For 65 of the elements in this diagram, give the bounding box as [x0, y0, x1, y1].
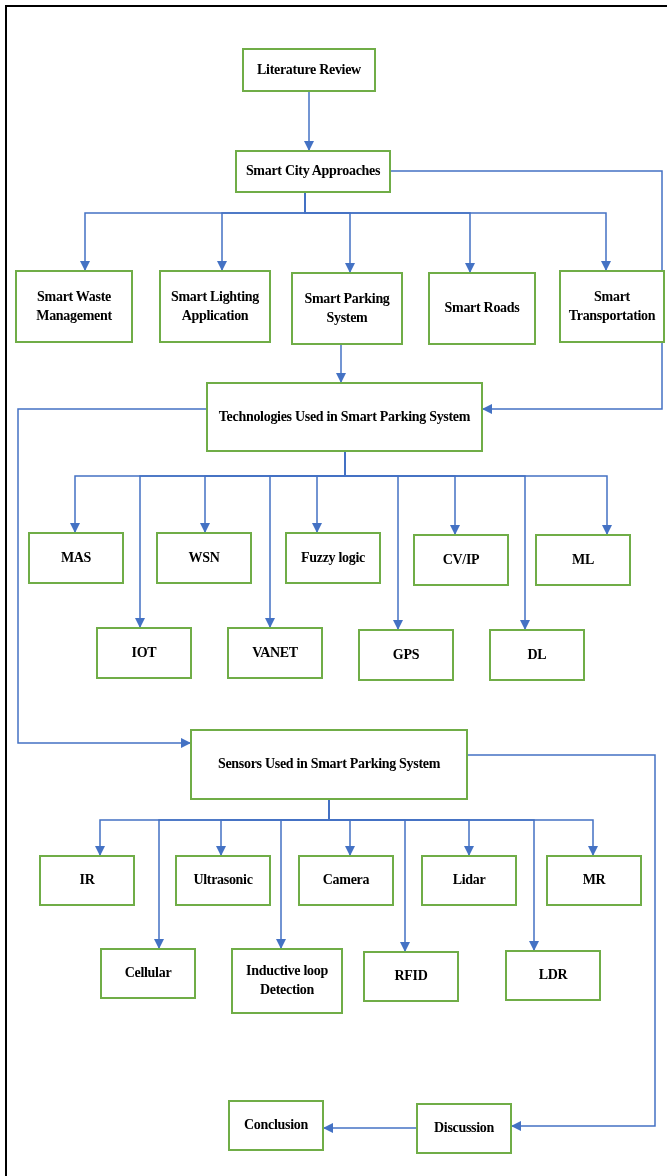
box-label: ML: [572, 550, 594, 569]
process-box: [546, 855, 642, 906]
process-box: [242, 48, 376, 92]
process-box: [175, 855, 271, 906]
arrow: [344, 451, 613, 536]
box-label: Inductive loop Detection: [245, 962, 329, 999]
process-box: [428, 272, 536, 345]
process-box: [235, 150, 391, 193]
process-box: [39, 855, 135, 906]
box-label: LDR: [538, 966, 568, 985]
process-box: [285, 532, 381, 584]
process-box: [206, 382, 483, 452]
box-label: Smart Lighting Application: [170, 287, 260, 325]
process-box: [96, 627, 192, 679]
box-label: WSN: [188, 548, 220, 567]
process-box: [291, 272, 403, 345]
box-label: Fuzzy logic: [301, 548, 365, 567]
process-box: [489, 629, 585, 681]
process-box: [413, 534, 509, 586]
box-label: DL: [527, 645, 547, 664]
box-label: Cellular: [124, 964, 172, 983]
process-box: [100, 948, 196, 999]
box-label: IOT: [131, 643, 157, 662]
process-box: [231, 948, 343, 1014]
box-label: IR: [79, 871, 95, 890]
process-box: [156, 532, 252, 584]
box-label: Smart Roads: [444, 299, 520, 318]
arrow: [335, 344, 347, 384]
arrow: [328, 799, 599, 857]
process-box: [363, 951, 459, 1002]
box-label: GPS: [392, 645, 420, 664]
process-box: [159, 270, 271, 343]
box-label: CV/IP: [442, 550, 480, 569]
process-box: [28, 532, 124, 584]
process-box: [190, 729, 468, 800]
box-label: MAS: [60, 548, 92, 567]
box-label: Lidar: [452, 871, 486, 890]
box-label: RFID: [394, 967, 428, 986]
process-box: [227, 627, 323, 679]
arrow: [303, 91, 315, 152]
process-box: [298, 855, 394, 906]
box-label: Technologies Used in Smart Parking System: [218, 407, 471, 426]
box-label: Discussion: [434, 1119, 494, 1138]
process-box: [358, 629, 454, 681]
box-label: Literature Review: [257, 60, 361, 79]
process-box: [559, 270, 665, 343]
box-label: MR: [582, 871, 606, 890]
process-box: [421, 855, 517, 906]
arrow: [17, 408, 207, 749]
box-label: Smart Waste Management: [35, 287, 113, 325]
process-box: [535, 534, 631, 586]
box-label: Smart City Approaches: [245, 162, 381, 181]
box-label: Conclusion: [244, 1116, 308, 1135]
box-label: Ultrasonic: [193, 871, 253, 890]
box-label: Camera: [322, 871, 370, 890]
process-box: [228, 1100, 324, 1151]
process-box: [416, 1103, 512, 1154]
arrow: [390, 170, 663, 415]
box-label: Sensors Used in Smart Parking System: [217, 755, 441, 774]
box-label: Smart Parking System: [303, 289, 391, 327]
box-label: VANET: [252, 643, 298, 662]
box-label: Smart Transportation: [567, 287, 657, 325]
arrow: [467, 754, 656, 1132]
process-box: [15, 270, 133, 343]
process-box: [505, 950, 601, 1001]
